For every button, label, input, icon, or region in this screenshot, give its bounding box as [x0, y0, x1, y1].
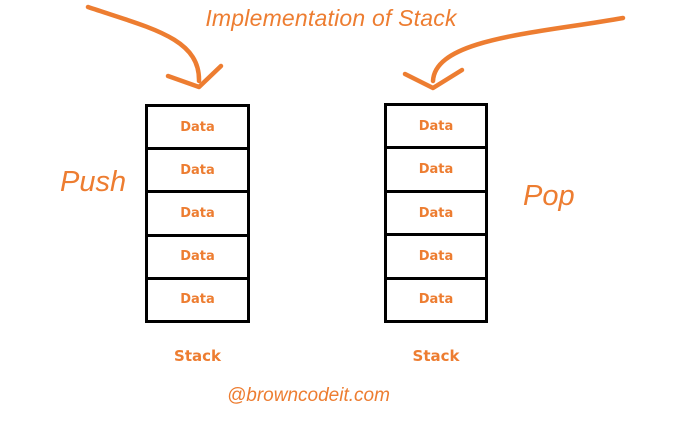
push-label: Push [60, 166, 127, 198]
diagram-title: Implementation of Stack [205, 5, 457, 31]
push-stack-caption: Stack [174, 347, 221, 365]
pop-stack-caption: Stack [412, 347, 460, 365]
stack-cell: Data [148, 193, 247, 237]
stack-cell: Data [387, 106, 485, 150]
stack-cell: Data [180, 292, 215, 308]
stack-cell: Data [387, 193, 485, 237]
stack-cell: Data [148, 150, 247, 194]
stack-cell: Data [418, 292, 454, 308]
stack-cell: Data [148, 107, 247, 151]
stack-cell: Data [387, 236, 485, 280]
pop-stack: Data Data Data Data Data [384, 103, 488, 323]
pop-label: Pop [523, 180, 575, 212]
stack-cell: Data [148, 237, 247, 280]
stack-cell: Data [387, 149, 485, 193]
watermark: @browncodeit.com [227, 385, 390, 406]
push-stack: Data Data Data Data Data [145, 104, 250, 323]
